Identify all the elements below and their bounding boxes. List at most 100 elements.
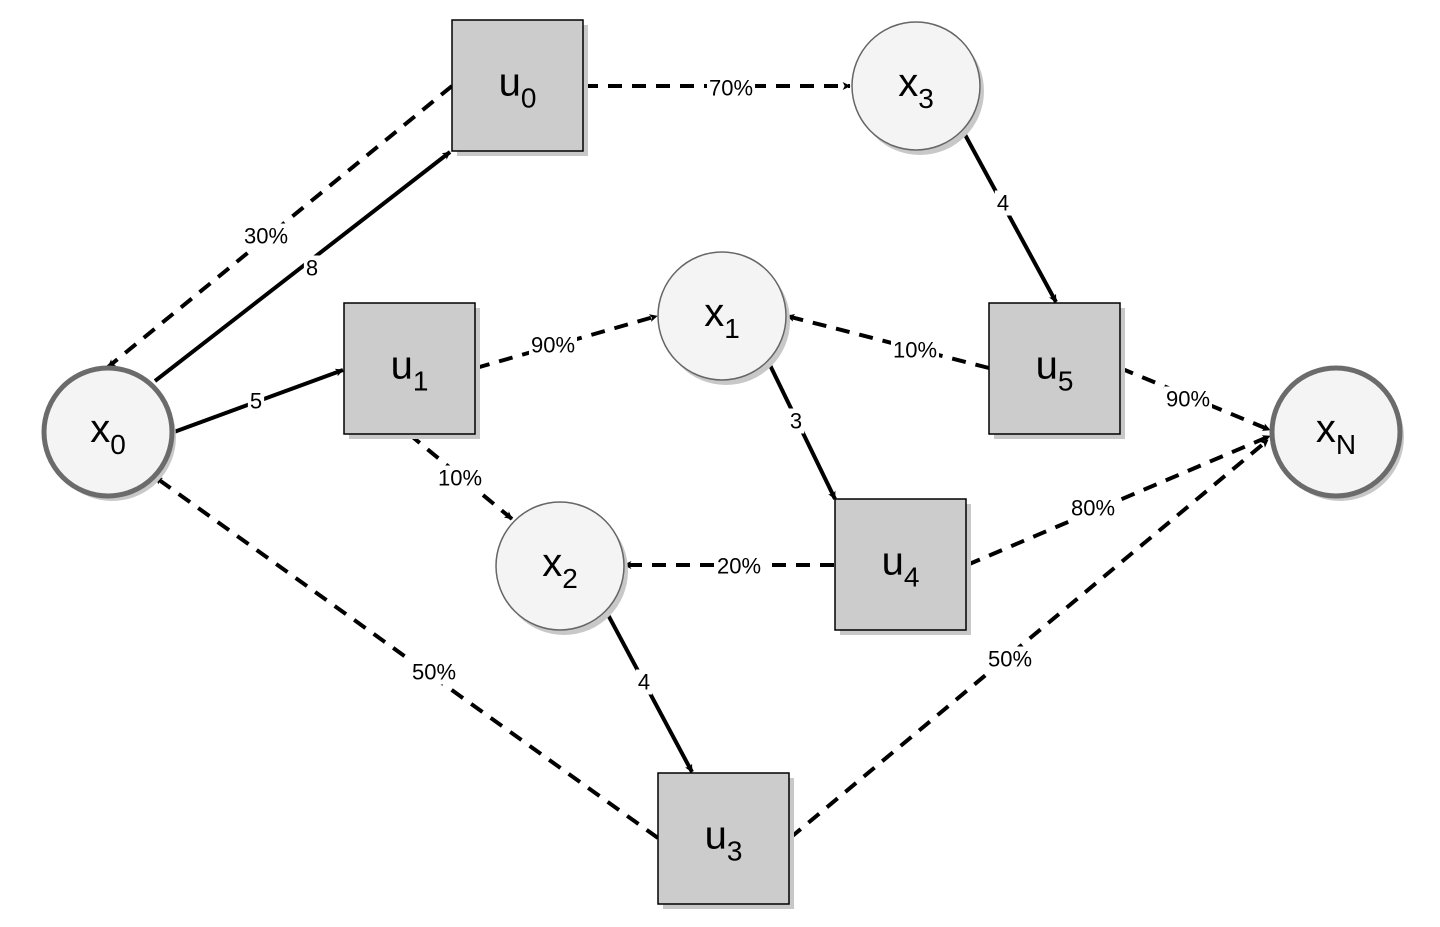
edge-label-text: 80% — [1071, 496, 1115, 521]
edge-label-background — [528, 332, 578, 358]
edge-x3-u5-cost — [961, 130, 1058, 303]
node-label-subscript: 1 — [413, 366, 429, 397]
edge-label-background — [241, 223, 291, 249]
node-label: x1 — [704, 291, 740, 344]
edge-label-background — [985, 646, 1035, 672]
edge-label-background — [303, 255, 321, 281]
node-label-subscript: 0 — [521, 83, 537, 114]
edge-label-background — [635, 669, 653, 695]
node-label: u1 — [391, 344, 429, 397]
edge-u4-xN-transition — [966, 434, 1271, 567]
node-label: x3 — [898, 61, 934, 114]
node-label-base: x — [542, 541, 562, 585]
edge-label-u5-xN: 90% — [1163, 386, 1213, 412]
edge-label-x0-u0: 8 — [303, 255, 321, 281]
edge-label-u5-x1: 10% — [890, 337, 940, 363]
terminal-state-circle — [1269, 365, 1403, 499]
node-label-base: u — [1036, 344, 1058, 388]
action-node-u5[interactable]: u5 — [988, 302, 1125, 439]
node-label-subscript: 4 — [904, 562, 920, 593]
edge-label-u3-x0: 50% — [409, 659, 459, 685]
action-node-u4[interactable]: u4 — [834, 498, 971, 635]
edge-label-background — [890, 337, 940, 363]
action-box — [451, 19, 584, 152]
edge-u5-x1-transition — [786, 313, 990, 370]
edge-label-text: 90% — [1166, 387, 1210, 412]
action-box — [988, 302, 1121, 435]
edge-label-background — [787, 408, 805, 434]
node-label-base: x — [90, 407, 110, 451]
edges-layer — [106, 82, 1271, 840]
node-label-subscript: N — [1336, 429, 1356, 460]
edge-label-x0-u1: 5 — [247, 388, 265, 414]
edge-label-u1-x2: 10% — [435, 465, 485, 491]
node-label-base: x — [898, 61, 918, 105]
edge-labels-layer: 8 5 30% 70% 4 90% 10% 10% 90% 3 20% 80% 4 50% 50% — [241, 75, 1213, 695]
node-label: u4 — [882, 540, 920, 593]
node-label-base: u — [882, 540, 904, 584]
state-node-x3[interactable]: x3 — [851, 21, 984, 155]
node-label-subscript: 5 — [1058, 366, 1074, 397]
node-label-subscript: 2 — [562, 563, 578, 594]
state-circle — [657, 251, 787, 381]
edge-label-text: 70% — [709, 76, 753, 101]
edge-label-u0-x0: 30% — [241, 223, 291, 249]
action-box — [657, 772, 790, 905]
edge-label-text: 4 — [997, 191, 1009, 216]
node-label: u0 — [499, 61, 537, 114]
node-label-subscript: 1 — [724, 313, 740, 344]
edge-label-u4-xN: 80% — [1068, 495, 1118, 521]
edge-label-u3-xN: 50% — [985, 646, 1035, 672]
edge-label-background — [1163, 386, 1213, 412]
edge-label-text: 90% — [531, 333, 575, 358]
edge-label-text: 50% — [988, 647, 1032, 672]
action-node-u0[interactable]: u0 — [451, 19, 588, 156]
node-label: x0 — [90, 407, 126, 460]
edge-label-background — [706, 75, 756, 101]
edge-label-text: 8 — [306, 256, 318, 281]
state-circle — [851, 21, 981, 151]
action-box — [834, 498, 967, 631]
edge-label-u0-x3: 70% — [706, 75, 756, 101]
node-label-base: u — [391, 344, 413, 388]
edge-label-u4-x2: 20% — [714, 553, 764, 579]
node-label: x2 — [542, 541, 578, 594]
action-node-u1[interactable]: u1 — [343, 302, 480, 439]
node-label: xN — [1316, 407, 1356, 460]
node-label-subscript: 3 — [918, 83, 934, 114]
edge-label-text: 3 — [790, 409, 802, 434]
edge-u3-x0-transition — [153, 475, 660, 840]
state-node-xN[interactable]: xN — [1269, 365, 1404, 501]
edge-u3-xN-transition — [788, 438, 1270, 840]
node-label-base: x — [1316, 407, 1336, 451]
action-box — [343, 302, 476, 435]
edge-label-background — [994, 190, 1012, 216]
edge-label-u1-x1: 90% — [528, 332, 578, 358]
node-label-base: u — [499, 61, 521, 105]
node-label: u3 — [705, 814, 743, 867]
state-node-x2[interactable]: x2 — [495, 501, 628, 635]
edge-u1-x1-transition — [475, 314, 658, 370]
edge-label-background — [247, 388, 265, 414]
edge-label-background — [1068, 495, 1118, 521]
edge-label-background — [435, 465, 485, 491]
edge-label-x2-u3: 4 — [635, 669, 653, 695]
state-node-x1[interactable]: x1 — [657, 251, 790, 385]
edge-label-text: 4 — [638, 670, 650, 695]
node-label: u5 — [1036, 344, 1074, 397]
action-node-u3[interactable]: u3 — [657, 772, 794, 909]
edge-label-x3-u5: 4 — [994, 190, 1012, 216]
node-label-subscript: 3 — [727, 836, 743, 867]
edge-label-text: 50% — [412, 660, 456, 685]
edge-label-x1-u4: 3 — [787, 408, 805, 434]
edge-label-background — [409, 659, 459, 685]
edge-x0-u0-cost — [153, 150, 452, 383]
node-label-base: x — [704, 291, 724, 335]
state-node-x0[interactable]: x0 — [41, 365, 176, 501]
edge-label-text: 30% — [244, 224, 288, 249]
edge-label-text: 10% — [438, 466, 482, 491]
node-label-subscript: 0 — [110, 429, 126, 460]
node-label-base: u — [705, 814, 727, 858]
